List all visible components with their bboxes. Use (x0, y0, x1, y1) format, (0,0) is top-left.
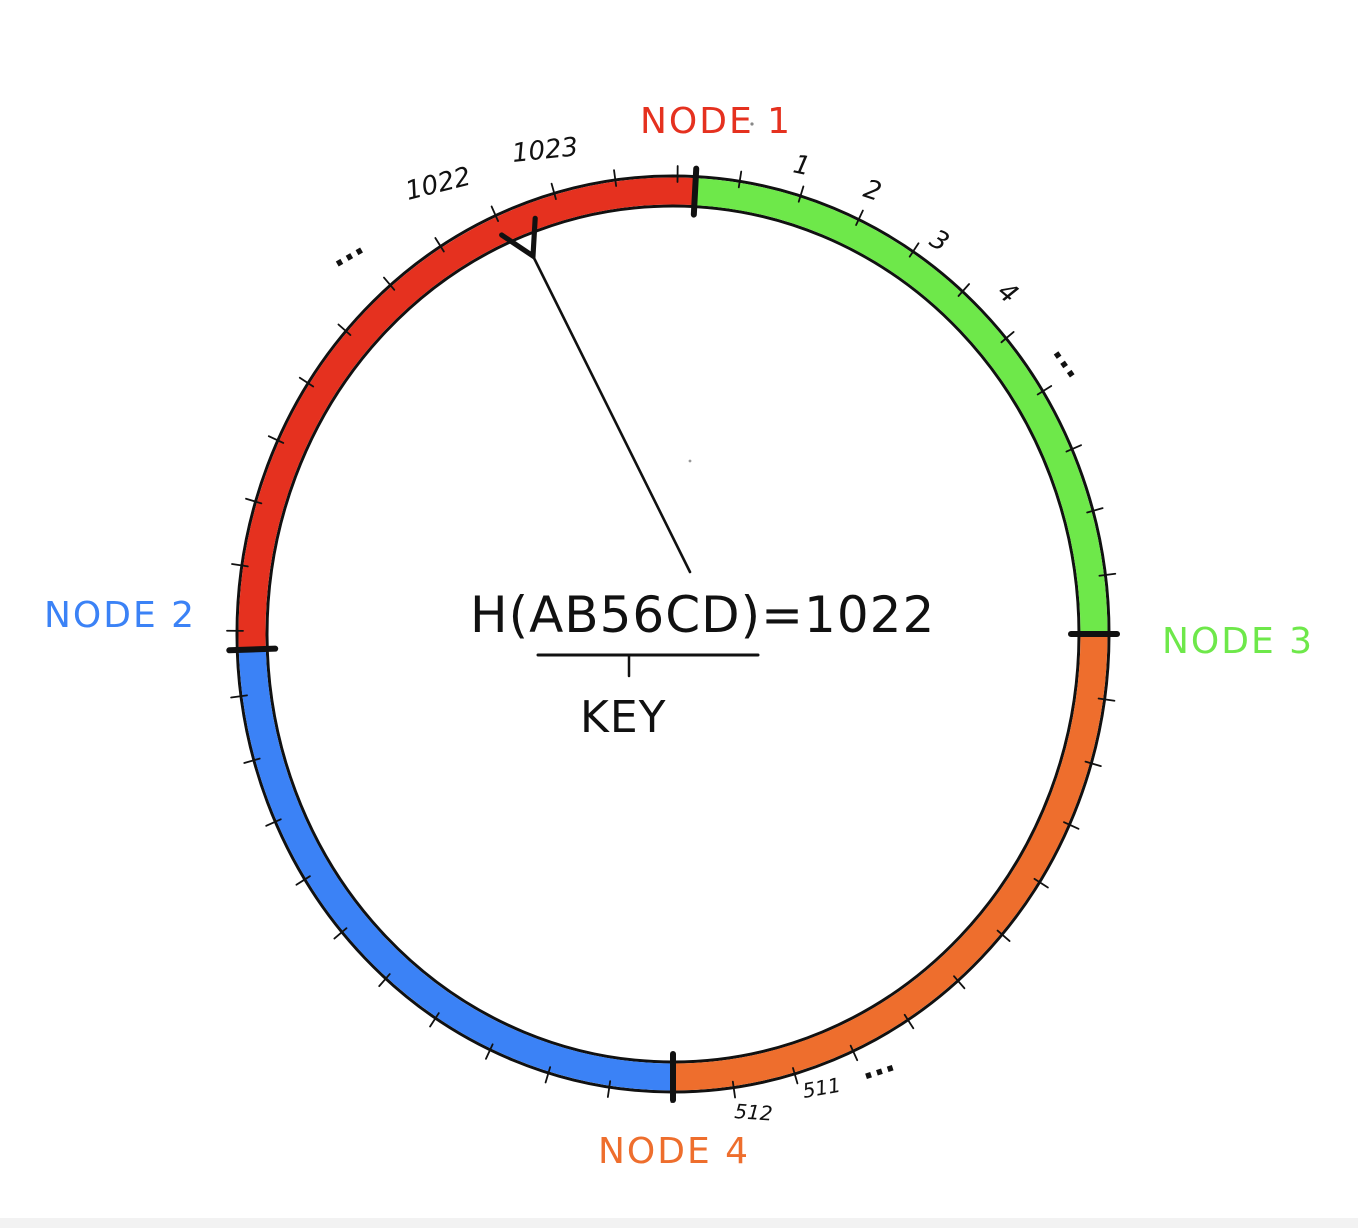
ring-tick (544, 1066, 552, 1084)
ring-ticks (226, 165, 1120, 1103)
ring-tick (855, 209, 864, 226)
ring-tick (230, 694, 248, 699)
ring-tick (908, 242, 920, 258)
position-label-2: 2 (860, 174, 885, 208)
ring-tick (485, 1043, 494, 1060)
position-label-3: 3 (925, 224, 954, 258)
ring-tick (1086, 507, 1104, 514)
ellipsis-upper-left: ... (323, 228, 370, 275)
position-label-4: 4 (992, 276, 1024, 310)
node4-label: NODE 4 (598, 1131, 750, 1172)
ring-tick (490, 205, 500, 222)
ring-tick (1033, 877, 1049, 889)
ring-tick (1063, 821, 1080, 830)
ring-tick (792, 1067, 799, 1085)
ring-tick (243, 757, 261, 764)
node1-label: NODE 1 (640, 101, 792, 142)
ring-segment-node4 (672, 633, 1108, 1091)
ring-tick (1084, 760, 1102, 768)
position-label-1: 1 (791, 150, 813, 183)
ring-tick (849, 1044, 859, 1062)
hash-ring (226, 165, 1120, 1103)
position-label-511: 511 (801, 1073, 843, 1103)
ring-segment-node3 (694, 178, 1108, 635)
node-boundary-marker (226, 645, 279, 654)
ring-tick (267, 435, 285, 444)
ring-tick (429, 1012, 440, 1028)
ring-tick (613, 169, 618, 187)
ring-tick (378, 973, 391, 988)
ring-segment-node2 (238, 649, 674, 1091)
ring-tick (1036, 385, 1053, 396)
ring-tick (797, 185, 805, 203)
ring-tick (606, 1080, 612, 1098)
position-label-1023: 1023 (511, 132, 580, 169)
ring-tick (383, 276, 396, 291)
ring-tick (434, 237, 445, 253)
ring-segment-node1 (238, 177, 696, 650)
bottom-strip (0, 1218, 1358, 1228)
node2-label: NODE 2 (44, 595, 196, 636)
node3-label: NODE 3 (1162, 621, 1314, 662)
ring-tick (1065, 444, 1082, 453)
ring-tick (333, 927, 348, 940)
ring-tick (737, 170, 743, 189)
ellipsis-lower-right: ... (856, 1044, 899, 1088)
hash-arrow (499, 215, 692, 574)
ring-tick (957, 283, 971, 297)
ring-tick (295, 875, 311, 886)
node-boundaries (226, 165, 1120, 1103)
ring-tick (996, 929, 1011, 942)
ring-tick (298, 376, 315, 388)
ring-tick (903, 1013, 915, 1030)
ellipsis-upper-right: ... (1045, 337, 1093, 385)
ring-tick (1098, 572, 1117, 577)
ring-tick (265, 818, 282, 827)
position-label-1022: 1022 (402, 162, 473, 207)
sketch-dot (688, 459, 692, 463)
node-boundary-marker (690, 165, 700, 218)
hash-formula: H(AB56CD)=1022 (470, 586, 935, 644)
ring-tick (550, 182, 557, 200)
ring-tick (245, 497, 263, 505)
ring-tick (1000, 331, 1015, 344)
key-brace (536, 653, 760, 678)
sketch-dot (750, 122, 754, 126)
position-label-512: 512 (734, 1099, 774, 1126)
key-label: KEY (580, 692, 667, 743)
ring-tick (953, 975, 966, 990)
ring-tick (231, 563, 249, 568)
ring-tick (731, 1080, 736, 1099)
ring-tick (1097, 697, 1116, 702)
ring-tick (337, 323, 352, 336)
